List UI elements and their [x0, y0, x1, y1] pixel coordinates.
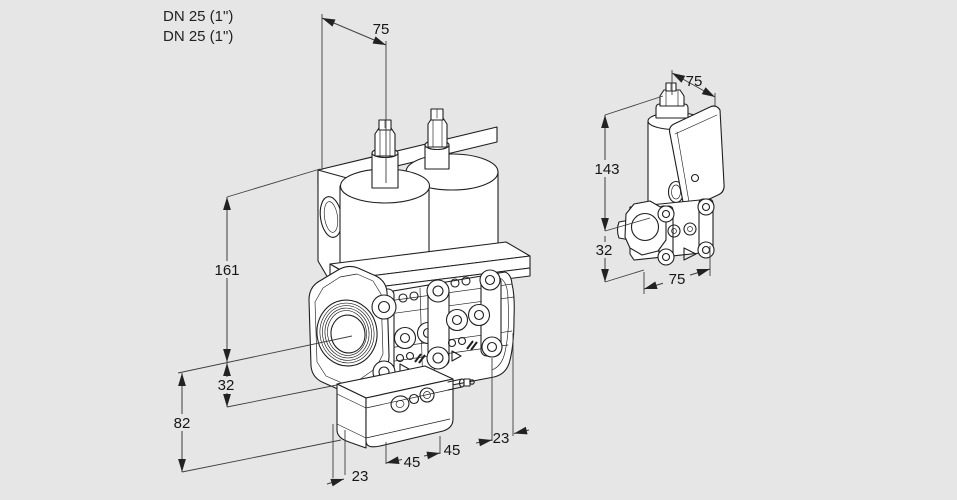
- side-view: 75 143 32 75: [591, 70, 725, 294]
- dim-height-flange: 32: [213, 363, 338, 408]
- dim-label-valve-span-1: 45: [404, 454, 421, 471]
- dim-label-height-flange: 32: [218, 377, 235, 394]
- valve-section-2: [426, 269, 503, 370]
- dim-label-valve-span-2: 45: [444, 442, 461, 459]
- main-view: 75 161 32 82 23: [168, 14, 531, 487]
- dim-height-total: 161: [177, 168, 353, 374]
- side-dim-label-height-flange: 32: [596, 242, 613, 259]
- dim-top-width: 75: [321, 14, 390, 183]
- dim-label-top-width: 75: [373, 21, 390, 38]
- dim-label-height-base: 82: [174, 415, 191, 432]
- side-valve-body: [616, 198, 715, 266]
- solenoid-coil-left: [339, 119, 431, 269]
- pipe-size-label-1: DN 25 (1"): [163, 8, 233, 25]
- dim-bottom-chain: 23 45 45 23: [326, 333, 530, 487]
- dim-label-height-total: 161: [214, 262, 239, 279]
- side-dim-bottom-width: 75: [643, 246, 711, 294]
- test-nipple: [447, 378, 475, 391]
- side-dim-height-flange: 32: [591, 236, 645, 283]
- side-dim-label-height-total: 143: [594, 161, 619, 178]
- lower-housing: [336, 365, 475, 449]
- dim-height-base: 82: [168, 373, 342, 473]
- dim-label-depth-rear: 23: [493, 430, 510, 447]
- side-dim-label-bottom-width: 75: [669, 271, 686, 288]
- dim-label-depth-front: 23: [352, 468, 369, 485]
- side-dim-height-total: 143: [591, 95, 664, 232]
- flow-direction-arrow: [683, 247, 697, 261]
- inlet-flange: [308, 265, 397, 393]
- side-dim-label-top-width: 75: [686, 73, 703, 90]
- pipe-size-label-2: DN 25 (1"): [163, 28, 233, 45]
- side-dim-top-width: 75: [671, 70, 716, 107]
